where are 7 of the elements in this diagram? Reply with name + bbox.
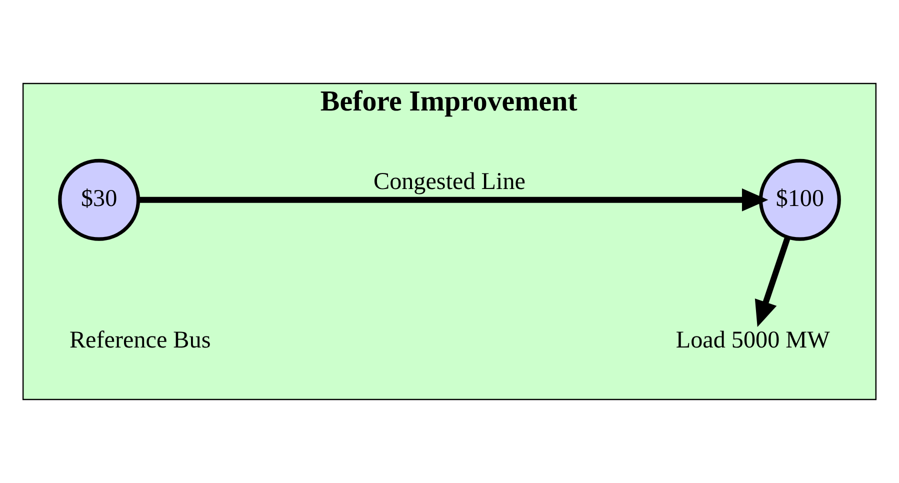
node-circle: $30 <box>58 158 140 241</box>
arrow <box>138 188 768 212</box>
node-text: Load 5000 MW <box>676 328 830 354</box>
node-label: Reference Bus <box>69 328 211 354</box>
node-circle: $100 <box>758 158 841 241</box>
arrow <box>754 236 791 328</box>
edge-label: Congested Line <box>374 169 526 196</box>
